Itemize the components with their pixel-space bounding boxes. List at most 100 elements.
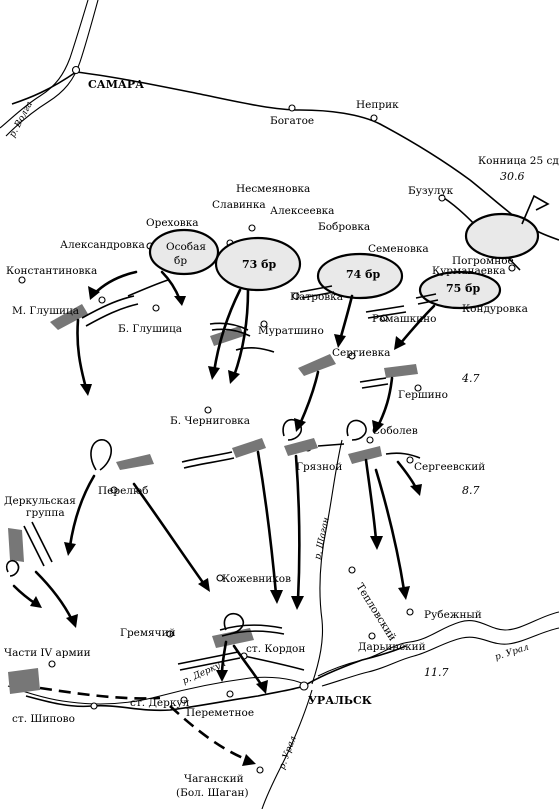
label-bol-shagan: (Бол. Шаган) xyxy=(176,787,249,799)
loop-marker xyxy=(5,559,20,577)
town-gershino xyxy=(414,384,422,392)
label-date-11-7: 11.7 xyxy=(424,666,449,679)
ural-river-east-bank xyxy=(321,627,559,687)
derkul-river xyxy=(7,676,305,705)
label-73-brigade: 73 бр xyxy=(242,258,276,271)
volga-river-bank xyxy=(5,0,99,137)
position-mark xyxy=(232,438,266,458)
front-line xyxy=(417,299,439,305)
arrow-shipovo-uralsk xyxy=(39,686,256,766)
loop-marker xyxy=(223,612,245,635)
town-kozhevnikov xyxy=(216,574,224,582)
unit-cavalry xyxy=(464,212,540,260)
town-muratshino xyxy=(260,320,268,328)
label-buzuluk: Бузулук xyxy=(408,185,454,197)
label-sobolev: Соболев xyxy=(372,425,418,437)
town-glushitsa xyxy=(98,296,106,304)
label-samara: САМАРА xyxy=(88,78,144,91)
arrow-kordon-perementnoe xyxy=(232,644,268,694)
town-chasti xyxy=(48,660,56,668)
front-line xyxy=(301,291,335,299)
town-st-derkul xyxy=(180,696,188,704)
position-mark xyxy=(212,628,254,648)
label-pogromnoe: Погромное xyxy=(452,255,514,267)
label-perelyub: Перелюб xyxy=(98,485,148,497)
label-r-shagan: р. Шаган xyxy=(313,516,332,560)
label-alekseevka: Алексеевка xyxy=(270,205,334,217)
label-gremyachiy: Гремячий xyxy=(120,627,176,639)
label-teplovskiy: Тепловский xyxy=(353,581,398,643)
town-b-chernigovka xyxy=(204,406,212,414)
unit-75-brigade xyxy=(418,270,502,310)
front-line xyxy=(181,451,233,463)
label-sergievka: Сергиевка xyxy=(332,347,390,359)
town-gremyachiy xyxy=(166,630,174,638)
front-line xyxy=(221,630,285,637)
label-orekhovka: Ореховка xyxy=(146,217,199,229)
label-semenovka: Семеновка xyxy=(368,243,429,255)
label-sergeevskiy: Сергеевский xyxy=(414,461,485,473)
arrow-73-south xyxy=(208,288,242,380)
arrow-perelyub-west xyxy=(64,474,96,556)
label-osobaya-1: Особая xyxy=(166,241,206,253)
position-mark xyxy=(116,454,154,470)
label-75-brigade: 75 бр xyxy=(446,282,480,295)
label-osobaya-2: бр xyxy=(174,255,187,267)
arrow-gremyachiy xyxy=(216,640,228,682)
front-line xyxy=(127,279,169,297)
label-date-4-7: 4.7 xyxy=(461,372,480,385)
label-date-8-7: 8.7 xyxy=(462,484,480,497)
front-line xyxy=(359,377,387,383)
road-samara-buzuluk xyxy=(11,71,559,241)
label-aleksandrovka: Александровка xyxy=(60,239,145,251)
arrow-perelyub-kozhevnikov xyxy=(132,482,210,592)
position-mark xyxy=(348,446,382,464)
label-m-glushitsa: М. Глушица xyxy=(12,305,79,317)
label-volga: р. Волга xyxy=(8,100,35,139)
label-patrovka: Патровка xyxy=(290,291,343,303)
arrow-sergievka-south xyxy=(294,370,320,432)
front-line xyxy=(415,293,437,299)
label-st-derkul: ст. Деркул xyxy=(130,697,190,709)
label-neprik: Неприк xyxy=(356,99,399,111)
town-sergeevskiy xyxy=(406,456,414,464)
town-konstantinovka xyxy=(18,276,26,284)
position-mark xyxy=(284,438,318,456)
label-kurmanaevka: Курманаевка xyxy=(432,265,506,277)
arrow-glushitsa-south xyxy=(76,318,92,396)
label-kondurovka: Кондуровка xyxy=(462,303,528,315)
label-cavalry: Конница 25 сд xyxy=(478,155,559,167)
label-konstantinovka: Константиновка xyxy=(6,265,97,277)
label-r-ural-bottom: р. Урал xyxy=(277,735,298,771)
cavalry-flag-icon xyxy=(521,194,550,225)
label-romashkino: Ромашкино xyxy=(372,313,436,325)
label-cavalry-date: 30.6 xyxy=(500,170,525,183)
town-rubezhny xyxy=(406,608,414,616)
arrow-sobolev-teplovskiy xyxy=(364,458,383,550)
town-teplovskiy xyxy=(348,566,356,574)
town-patrovka xyxy=(292,292,300,300)
front-line xyxy=(177,651,239,665)
label-74-brigade: 74 бр xyxy=(346,268,380,281)
label-r-ural-top: р. Урал xyxy=(494,642,530,662)
unit-73-brigade xyxy=(214,236,302,292)
front-line xyxy=(183,457,235,469)
town-perelyub xyxy=(110,486,118,494)
position-mark xyxy=(8,668,40,694)
label-daryinskiy: Дарьинский xyxy=(358,641,426,653)
label-derkul-group-1: Деркульская xyxy=(4,495,76,507)
position-mark xyxy=(8,528,24,562)
town-bogatoe xyxy=(288,104,296,112)
road-kordon xyxy=(243,655,305,671)
position-mark xyxy=(298,354,336,376)
town-b-glushitsa xyxy=(152,304,160,312)
arrow-osobaya-south xyxy=(160,270,186,306)
front-line xyxy=(367,311,407,319)
front-line xyxy=(23,525,45,567)
road-uralsk-shipovo xyxy=(25,685,305,712)
arrow-gryaznoy-south xyxy=(256,450,283,604)
town-samara xyxy=(71,65,81,75)
label-chasti-iv-army: Части IV армии xyxy=(4,647,91,659)
label-gershino: Гершино xyxy=(398,389,448,401)
front-line xyxy=(81,295,135,319)
